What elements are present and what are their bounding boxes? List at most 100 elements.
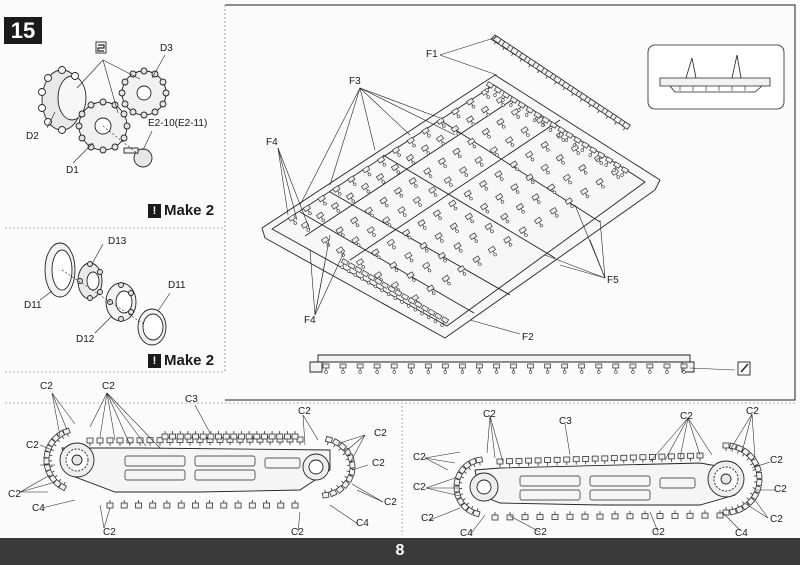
track-link (276, 430, 284, 440)
track-link (611, 510, 619, 520)
track-link (506, 511, 514, 521)
track-link (553, 456, 561, 466)
strip-link (578, 363, 586, 374)
label-c2: C2 (652, 527, 665, 538)
track-link (106, 437, 114, 447)
strip-link (407, 363, 415, 374)
track-link (475, 456, 484, 467)
track-link (96, 437, 104, 447)
track-link (199, 430, 207, 440)
track-link (191, 499, 199, 509)
strip-link (390, 363, 398, 374)
label-c3: C3 (185, 394, 198, 405)
track-link (176, 430, 184, 440)
section-dividers (5, 227, 795, 535)
track-link (86, 437, 94, 447)
track-link (184, 430, 192, 440)
track-link (701, 509, 709, 519)
track-link (324, 435, 333, 447)
track-link (668, 453, 675, 463)
track-link (753, 478, 763, 487)
label-c2: C2 (413, 452, 426, 463)
label-c2: C2 (483, 409, 496, 420)
label-c4: C4 (32, 503, 45, 514)
track-link (582, 455, 590, 465)
track-link (525, 457, 532, 467)
track-link (120, 499, 128, 509)
strip-link (424, 363, 432, 374)
horizontal-track-strip (309, 354, 695, 373)
label-d2: D2 (26, 131, 39, 142)
left-track-assembly (59, 442, 331, 493)
track-link (551, 511, 559, 520)
label-c2: C2 (680, 411, 693, 422)
label-c3: C3 (559, 416, 572, 427)
drive-sprocket-assembly (38, 66, 170, 168)
track-link (596, 510, 604, 520)
track-link (649, 453, 656, 463)
track-link (260, 430, 268, 440)
strip-link (544, 363, 551, 374)
track-link (248, 499, 256, 509)
make-two-text: Make 2 (164, 202, 215, 219)
label-c4: C4 (460, 528, 473, 539)
label-d11-left: D11 (24, 300, 42, 311)
page-number: 8 (395, 542, 405, 559)
label-c2: C2 (770, 514, 783, 525)
sprue-panel-frame (224, 4, 796, 401)
label-d11-right: D11 (168, 280, 186, 291)
label-f4-bottom: F4 (304, 315, 316, 326)
cut-icon (737, 361, 751, 376)
track-link (677, 453, 685, 463)
track-link (234, 499, 242, 509)
track-link (238, 430, 245, 440)
label-c2: C2 (770, 455, 783, 466)
strip-link (356, 363, 364, 374)
track-link (572, 456, 580, 466)
track-link (163, 499, 171, 509)
track-link (491, 511, 499, 521)
track-link (277, 499, 285, 509)
label-f4-top: F4 (266, 137, 278, 148)
track-link (136, 437, 144, 447)
track-link (149, 499, 157, 509)
strip-link (663, 363, 671, 374)
strip-link (493, 363, 500, 374)
step-number: 15 (4, 17, 42, 44)
track-link (169, 430, 177, 440)
label-c2: C2 (102, 381, 115, 392)
strip-link (612, 363, 620, 374)
label-d13: D13 (108, 236, 127, 247)
track-link (687, 452, 694, 462)
track-link (321, 488, 330, 499)
track-link (472, 506, 482, 518)
strip-link (459, 363, 466, 374)
track-link (671, 510, 679, 519)
track-link (346, 461, 356, 469)
track-link (515, 457, 523, 467)
warning-icon: ! (148, 204, 161, 218)
track-link (728, 442, 737, 453)
track-link (639, 454, 647, 464)
track-link (753, 471, 763, 480)
label-d1: D1 (66, 165, 79, 176)
strip-link (629, 363, 637, 374)
strip-link (339, 363, 347, 374)
track-link (496, 458, 504, 468)
track-link (716, 509, 724, 519)
strip-link (476, 363, 483, 374)
strip-link (441, 363, 449, 374)
label-f3: F3 (349, 76, 361, 87)
track-link (283, 430, 291, 440)
track-link (601, 455, 609, 465)
label-c2: C2 (746, 406, 759, 417)
track-link (222, 430, 230, 440)
sprue-frame (261, 74, 661, 339)
track-link (626, 510, 634, 520)
track-link (345, 467, 356, 476)
label-f1: F1 (426, 49, 438, 60)
strip-link (561, 363, 569, 374)
track-link (215, 430, 222, 440)
horizontal-strip-links (322, 363, 688, 374)
